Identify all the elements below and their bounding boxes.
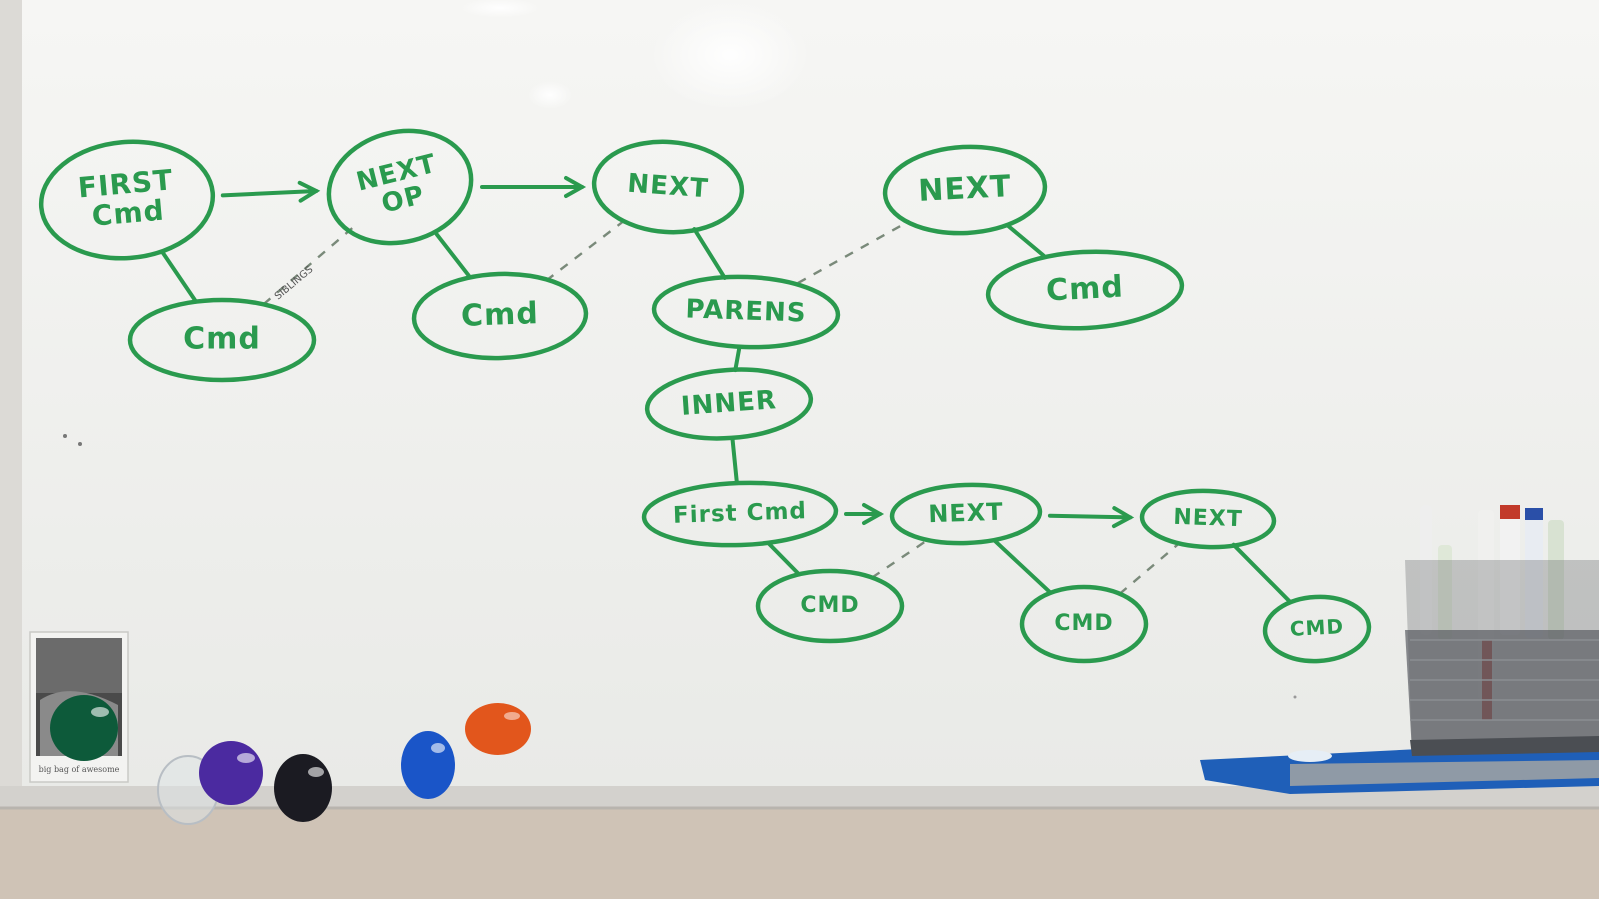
node-label: NEXT <box>626 169 709 205</box>
diagram-node: CMD <box>1019 584 1149 664</box>
magnet-highlight <box>504 712 520 720</box>
purple-magnet[interactable] <box>199 741 263 805</box>
blue-magnet[interactable] <box>401 731 455 799</box>
board-mark <box>78 442 82 446</box>
marker-blue[interactable] <box>1525 508 1543 638</box>
node-label: CMD <box>1054 611 1113 636</box>
node-label: CMD <box>1289 614 1344 641</box>
light-glare <box>650 0 810 110</box>
marker-white[interactable] <box>1420 505 1432 635</box>
eraser[interactable] <box>1200 748 1599 794</box>
child-link <box>1006 224 1046 258</box>
marker-green-2[interactable] <box>1548 520 1564 640</box>
diagram-node: Cmd <box>127 297 317 383</box>
node-label: NEXT <box>928 498 1004 529</box>
diagram-node: NEXT <box>882 144 1048 236</box>
sibling-dashed-link <box>871 538 930 579</box>
node-ellipse <box>889 482 1043 546</box>
node-ellipse <box>882 144 1048 236</box>
arrowhead <box>297 180 321 203</box>
node-label: Cmd <box>183 322 261 357</box>
magnet-highlight <box>431 743 445 753</box>
diagram-edges <box>160 176 1292 604</box>
node-label: PARENS <box>685 294 807 328</box>
magnets <box>50 695 531 825</box>
arrowhead <box>1111 506 1135 529</box>
child-link <box>692 227 727 280</box>
diagram-node: PARENS <box>651 274 841 350</box>
child-link <box>766 541 802 577</box>
node-label: Cmd <box>1045 269 1124 308</box>
magnet-highlight <box>308 767 324 777</box>
marker-black[interactable] <box>1500 505 1520 635</box>
child-link <box>1231 542 1292 604</box>
diagram-nodes: FIRSTCmdCmdNEXTOPCmdNEXTPARENSNEXTCmdINN… <box>38 128 1372 664</box>
diagram-node: NEXT <box>889 482 1043 546</box>
node-label: INNER <box>680 385 778 422</box>
child-link <box>160 250 198 304</box>
diagram-node: CMD <box>1262 594 1372 664</box>
sibling-dashed-link <box>1118 543 1180 595</box>
sibling-dashed-link <box>545 221 623 282</box>
node-label: NEXT <box>1173 505 1243 532</box>
next-arrow <box>220 189 319 198</box>
board-tray <box>0 786 1599 808</box>
next-arrow <box>1047 513 1133 520</box>
arrowhead <box>564 176 587 198</box>
node-ellipse <box>641 480 839 548</box>
node-ellipse <box>38 139 216 261</box>
diagram-node: Cmd <box>411 271 589 361</box>
diagram-node: NEXT <box>591 139 745 235</box>
marker-caddy <box>1405 505 1599 756</box>
node-label: NEXT <box>917 169 1012 209</box>
light-glare-small <box>528 81 572 109</box>
node-ellipse <box>1262 594 1372 664</box>
node-ellipse <box>1139 488 1277 550</box>
board-mark <box>63 434 67 438</box>
node-label: Cmd <box>460 296 539 334</box>
node-ellipse <box>591 139 745 235</box>
node-label: Cmd <box>90 194 165 233</box>
black-magnet[interactable] <box>274 754 332 822</box>
node-label: First Cmd <box>673 498 808 529</box>
diagram-node: NEXT <box>1139 488 1277 550</box>
photo-caption: big bag of awesome <box>39 765 120 774</box>
arrowhead <box>862 503 885 525</box>
diagram-node: Cmd <box>985 249 1185 331</box>
child-link <box>733 344 742 373</box>
diagram-node: First Cmd <box>641 480 839 548</box>
board-mark <box>1293 695 1297 699</box>
node-ellipse <box>127 297 317 383</box>
diagram-node: INNER <box>644 367 814 441</box>
sibling-dashed-link <box>262 227 353 306</box>
magnet-highlight <box>91 707 109 717</box>
node-ellipse <box>651 274 841 350</box>
magnet-highlight <box>237 753 255 763</box>
child-link <box>730 436 739 485</box>
node-label: CMD <box>800 593 859 618</box>
marker-green[interactable] <box>1438 545 1452 640</box>
node-ellipse <box>411 271 589 361</box>
child-link <box>434 232 472 279</box>
light-glare-top <box>460 0 540 18</box>
green-magnet[interactable] <box>50 695 118 761</box>
orange-magnet[interactable] <box>465 703 531 755</box>
diagram-node: CMD <box>755 568 905 644</box>
sibling-dashed-link <box>797 219 911 285</box>
node-ellipse <box>1019 584 1149 664</box>
node-ellipse <box>755 568 905 644</box>
node-ellipse <box>985 249 1185 331</box>
node-ellipse <box>326 128 474 246</box>
node-ellipse <box>644 367 814 441</box>
child-link <box>992 538 1053 595</box>
